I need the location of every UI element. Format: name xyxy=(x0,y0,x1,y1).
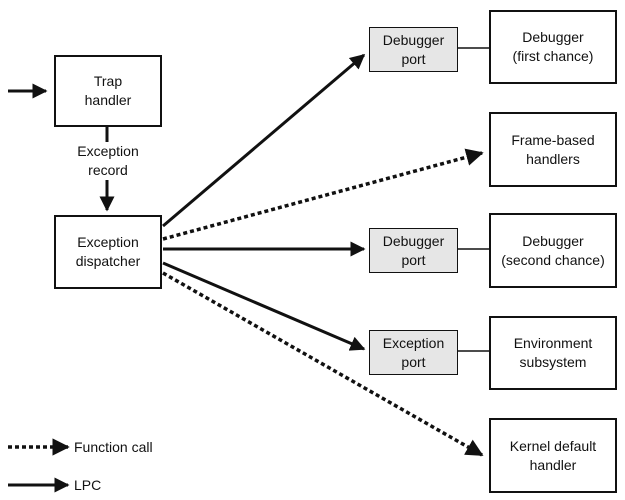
debugger-port-first-box: Debugger port xyxy=(369,27,458,72)
exception-dispatcher-box: Exception dispatcher xyxy=(54,215,162,289)
function-call-arrow-to-frame-based-handlers xyxy=(162,148,484,241)
frame-based-handlers-box: Frame-based handlers xyxy=(489,112,617,187)
lpc-arrow-to-debugger-port-first xyxy=(162,53,366,228)
environment-subsystem-box: Environment subsystem xyxy=(489,316,617,390)
function-call-arrow-to-kernel-default-handler xyxy=(162,271,484,457)
debugger-first-chance-box: Debugger (first chance) xyxy=(489,10,617,84)
exception-record-label: Exception record xyxy=(62,142,154,180)
legend-function-call-text: Function call xyxy=(74,439,153,455)
debugger-port-second-box: Debugger port xyxy=(369,228,458,273)
trap-handler-box: Trap handler xyxy=(54,55,162,127)
lpc-arrow-to-exception-port xyxy=(162,261,366,351)
kernel-default-handler-box: Kernel default handler xyxy=(489,418,617,493)
legend-lpc-text: LPC xyxy=(74,477,102,493)
exception-port-box: Exception port xyxy=(369,330,458,375)
debugger-second-chance-box: Debugger (second chance) xyxy=(489,213,617,288)
